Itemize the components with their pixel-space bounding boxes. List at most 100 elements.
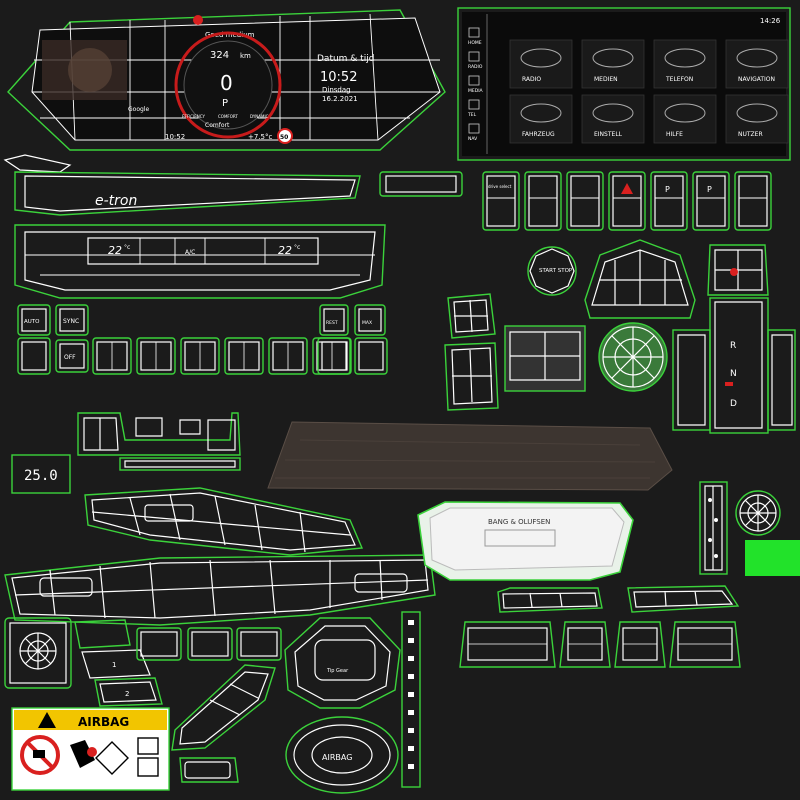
door-switch-1[interactable] [459, 621, 556, 668]
console-switch-1[interactable] [482, 171, 520, 231]
door-trim-upper [84, 487, 364, 556]
mmi-side-icon-4 [468, 123, 480, 134]
led-dot [408, 728, 414, 733]
climate-button-off[interactable]: OFF [55, 339, 89, 373]
gear-indicator: P [222, 98, 228, 109]
climate-panel: 22 °c A/C 22 °c [14, 224, 386, 299]
mmi-tile-navigation[interactable]: NAVIGATION [725, 39, 789, 89]
mmi-tile-einstell[interactable]: EINSTELL [581, 94, 645, 144]
mmi-side-home[interactable]: HOME [468, 40, 482, 46]
speaker-grille [4, 617, 72, 689]
manual-icon [137, 737, 159, 755]
mmi-tile-label: MEDIEN [594, 76, 618, 83]
gear-selector[interactable]: R N D [672, 244, 796, 434]
console-switch-block [379, 171, 463, 197]
steering-pad: Tip Gear [284, 617, 401, 709]
airbag-cover-label: AIRBAG [322, 753, 352, 762]
climate-button-sync[interactable]: SYNC [55, 304, 89, 336]
mmi-tile-label: HILFE [666, 131, 683, 138]
gear-red-marker [725, 382, 733, 386]
mmi-tile-fahrzeug[interactable]: FAHRZEUG [509, 94, 573, 144]
door-switch-2[interactable] [559, 621, 611, 668]
keypad-button-1[interactable]: 1 [74, 619, 151, 679]
mmi-tile-hilfe[interactable]: HILFE [653, 94, 717, 144]
mmi-tile-icon [664, 103, 706, 123]
console-switch-4[interactable] [608, 171, 646, 231]
svg-text:1: 1 [112, 661, 116, 669]
speed-limit-sign [277, 128, 293, 144]
mmi-tile-icon [736, 103, 778, 123]
climate-key-1[interactable] [92, 337, 132, 375]
console-switch-7[interactable] [734, 171, 772, 231]
led-dot [408, 710, 414, 715]
speaker-grille-small [735, 490, 781, 536]
climate-key-5[interactable] [268, 337, 308, 375]
mmi-side-radio[interactable]: RADIO [468, 64, 483, 70]
climate-key-2[interactable] [136, 337, 176, 375]
mode-right: DYNAMIC [250, 114, 269, 119]
svg-text:2: 2 [125, 690, 129, 698]
climate-key-4[interactable] [224, 337, 264, 375]
mmi-tile-label: FAHRZEUG [522, 131, 555, 138]
climate-key-side-2[interactable] [317, 337, 351, 375]
mmi-side-media[interactable]: MEDIA [468, 88, 484, 94]
led-dot [408, 764, 414, 769]
mmi-tile-icon [520, 48, 562, 68]
climate-temp-left: 22 [108, 244, 122, 257]
mode-selected: Comfort [205, 122, 230, 129]
console-switch-2[interactable] [524, 171, 562, 231]
window-switch-left[interactable] [497, 587, 603, 613]
door-handle-trim [171, 664, 276, 783]
mmi-tile-icon [664, 48, 706, 68]
console-switch-5[interactable]: P [650, 171, 688, 231]
svg-text:°c: °c [294, 244, 300, 251]
touch-pad[interactable] [504, 325, 586, 392]
climate-button-rest[interactable]: REST [319, 304, 349, 336]
door-switch-3[interactable] [614, 621, 666, 668]
console-switch-3[interactable] [566, 171, 604, 231]
svg-text:SYNC: SYNC [63, 318, 79, 325]
parking-p-label: P [707, 185, 712, 194]
volume-knob[interactable] [598, 322, 668, 392]
svg-text:REST: REST [326, 320, 338, 326]
console-switch-6[interactable]: P [692, 171, 730, 231]
climate-button-max[interactable]: MAX [354, 304, 386, 336]
mmi-tile-nutzer[interactable]: NUTZER [725, 94, 789, 144]
start-stop-button[interactable]: START STOP [527, 246, 577, 296]
led-dot [408, 638, 414, 643]
drive-select-label: drive select [488, 184, 512, 189]
climate-key-side-3[interactable] [354, 337, 388, 375]
mmi-side-tel[interactable]: TEL [467, 112, 477, 118]
led-strip [401, 611, 421, 788]
map-label: Google [128, 106, 149, 113]
svg-text:MAX: MAX [362, 320, 372, 326]
keypad-button-2[interactable]: 2 [94, 677, 163, 707]
door-switch-4[interactable] [669, 621, 741, 668]
mmi-tile-radio[interactable]: RADIO [509, 39, 573, 89]
climate-button-auto[interactable]: AUTO [17, 304, 51, 336]
gear-n: N [730, 369, 737, 379]
outside-temp: +7.5°c [248, 133, 272, 141]
seat-temp-display: 25.0 [11, 454, 71, 494]
bang-olufsen-soundbar: BANG & OLUFSEN [417, 501, 634, 581]
mmi-tile-telefon[interactable]: TELEFON [653, 39, 717, 89]
vent-cluster [77, 412, 241, 471]
speed-gauge [174, 31, 282, 139]
climate-key-side-1[interactable] [17, 337, 51, 375]
svg-text:OFF: OFF [64, 354, 76, 361]
gear-d: D [730, 399, 737, 409]
warning-red-icon [193, 15, 203, 25]
parking-p-label: P [665, 185, 670, 194]
airbag-warning-label: ! AIRBAG [11, 707, 170, 791]
climate-key-3[interactable] [180, 337, 220, 375]
mmi-tile-medien[interactable]: MEDIEN [581, 39, 645, 89]
status-text: Goed medium [205, 31, 255, 39]
etron-badge-text: e-tron [95, 193, 137, 209]
mmi-side-nav[interactable]: NAV [468, 136, 478, 142]
datetime-label: Datum & tijd [317, 54, 374, 64]
climate-button-row [17, 337, 388, 375]
window-switch-right[interactable] [627, 585, 740, 613]
mmi-tile-icon [520, 103, 562, 123]
